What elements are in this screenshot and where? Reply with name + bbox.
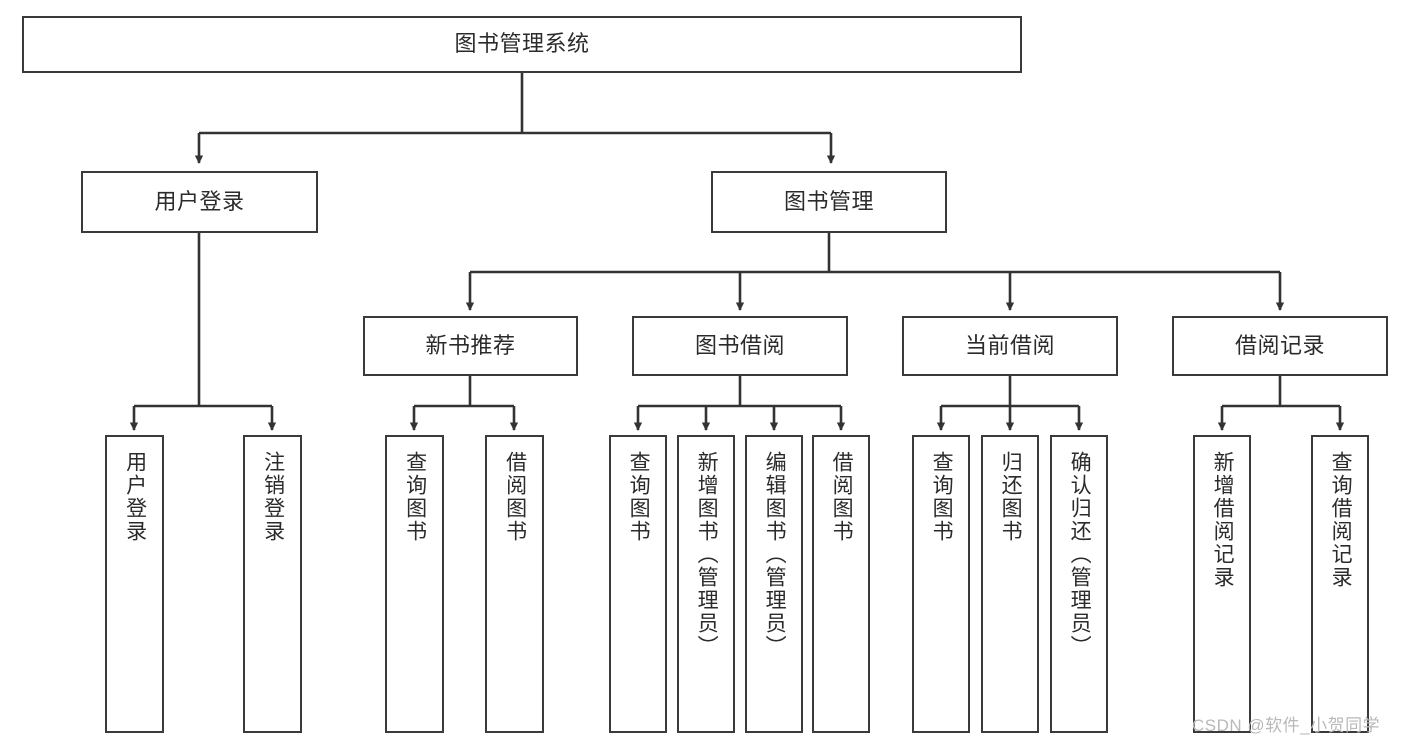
leaf-book-borrow-add[interactable]: 新增图书（管理员） <box>677 435 735 733</box>
leaf-label: 注销登录 <box>261 451 285 543</box>
leaf-label: 新增图书（管理员） <box>695 451 719 658</box>
node-borrow-record-label: 借阅记录 <box>1234 332 1325 358</box>
leaf-label: 新增借阅记录 <box>1211 451 1235 589</box>
leaf-label: 查询借阅记录 <box>1329 451 1353 589</box>
leaf-label: 归还图书 <box>999 451 1023 543</box>
node-book-management-label: 图书管理 <box>783 188 874 214</box>
leaf-label: 查询图书 <box>403 451 427 543</box>
node-new-book-recommend[interactable]: 新书推荐 <box>363 316 578 376</box>
node-root-label: 图书管理系统 <box>454 31 590 57</box>
leaf-book-borrow-edit[interactable]: 编辑图书（管理员） <box>745 435 803 733</box>
leaf-borrow-record-query[interactable]: 查询借阅记录 <box>1311 435 1369 733</box>
node-new-book-recommend-label: 新书推荐 <box>425 332 516 358</box>
node-user-login[interactable]: 用户登录 <box>81 171 318 233</box>
leaf-borrow-record-add[interactable]: 新增借阅记录 <box>1193 435 1251 733</box>
leaf-new-book-borrow[interactable]: 借阅图书 <box>485 435 544 733</box>
leaf-label: 确认归还（管理员） <box>1068 451 1092 658</box>
leaf-user-login-login[interactable]: 用户登录 <box>105 435 164 733</box>
node-borrow-record[interactable]: 借阅记录 <box>1172 316 1388 376</box>
node-current-borrow-label: 当前借阅 <box>964 332 1055 358</box>
leaf-current-borrow-query[interactable]: 查询图书 <box>912 435 970 733</box>
leaf-book-borrow-borrow[interactable]: 借阅图书 <box>812 435 870 733</box>
node-root[interactable]: 图书管理系统 <box>22 16 1022 73</box>
leaf-current-borrow-return[interactable]: 归还图书 <box>981 435 1039 733</box>
leaf-book-borrow-query[interactable]: 查询图书 <box>609 435 667 733</box>
leaf-new-book-query[interactable]: 查询图书 <box>385 435 444 733</box>
node-book-borrow[interactable]: 图书借阅 <box>632 316 848 376</box>
leaf-current-borrow-confirm-return[interactable]: 确认归还（管理员） <box>1050 435 1108 733</box>
leaf-label: 借阅图书 <box>503 451 527 543</box>
leaf-label: 编辑图书（管理员） <box>763 451 787 658</box>
leaf-label: 借阅图书 <box>830 451 854 543</box>
leaf-label: 查询图书 <box>627 451 651 543</box>
node-book-management[interactable]: 图书管理 <box>711 171 947 233</box>
leaf-label: 用户登录 <box>123 451 147 543</box>
node-user-login-label: 用户登录 <box>154 188 245 214</box>
leaf-label: 查询图书 <box>930 451 954 543</box>
leaf-user-login-logout[interactable]: 注销登录 <box>243 435 302 733</box>
node-current-borrow[interactable]: 当前借阅 <box>902 316 1118 376</box>
node-book-borrow-label: 图书借阅 <box>694 332 785 358</box>
